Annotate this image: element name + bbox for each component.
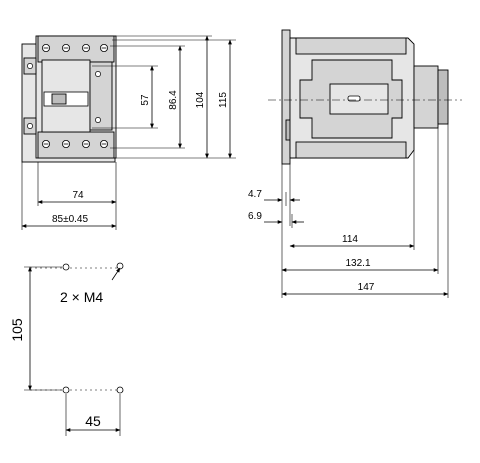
dim-6-9: 6.9 (248, 211, 262, 222)
dim-4-7: 4.7 (248, 189, 262, 200)
front-actuator-slider (51, 93, 67, 105)
dim-45: 45 (85, 413, 101, 429)
side-dimensions: 4.7 6.9 114 132.1 147 (248, 124, 449, 298)
dim-114: 114 (342, 234, 358, 245)
aux-screw-3 (95, 71, 101, 77)
side-front-protrusion (413, 65, 439, 129)
mount-hole-bottom-left (62, 386, 70, 394)
dim-86-4: 86.4 (168, 90, 179, 110)
side-bottom-cover (295, 141, 407, 159)
side-rail-clip (281, 29, 291, 165)
mount-hole-bottom-right (116, 386, 124, 394)
aux-screw-1 (27, 63, 33, 69)
dim-57: 57 (140, 94, 151, 106)
dim-85: 85±0.45 (52, 214, 89, 225)
dim-147: 147 (358, 282, 375, 293)
side-top-cover (295, 37, 407, 55)
aux-screw-4 (95, 117, 101, 123)
front-view (21, 35, 117, 163)
dim-74: 74 (72, 190, 84, 201)
dim-105: 105 (9, 318, 25, 342)
side-view (268, 29, 462, 165)
front-dimensions: 57 86.4 104 115 74 85±0.45 (21, 35, 236, 230)
mounting-pattern: 2 × M4 105 45 (9, 262, 124, 436)
hole-spec-label: 2 × M4 (60, 289, 103, 305)
aux-screw-2 (27, 123, 33, 129)
dim-132-1: 132.1 (345, 258, 370, 269)
mount-hole-top-left (62, 263, 70, 271)
side-front-cap (437, 69, 449, 125)
dim-104: 104 (195, 91, 206, 108)
dim-115: 115 (218, 92, 229, 108)
front-screws (27, 44, 109, 148)
front-aux-block (89, 61, 113, 131)
